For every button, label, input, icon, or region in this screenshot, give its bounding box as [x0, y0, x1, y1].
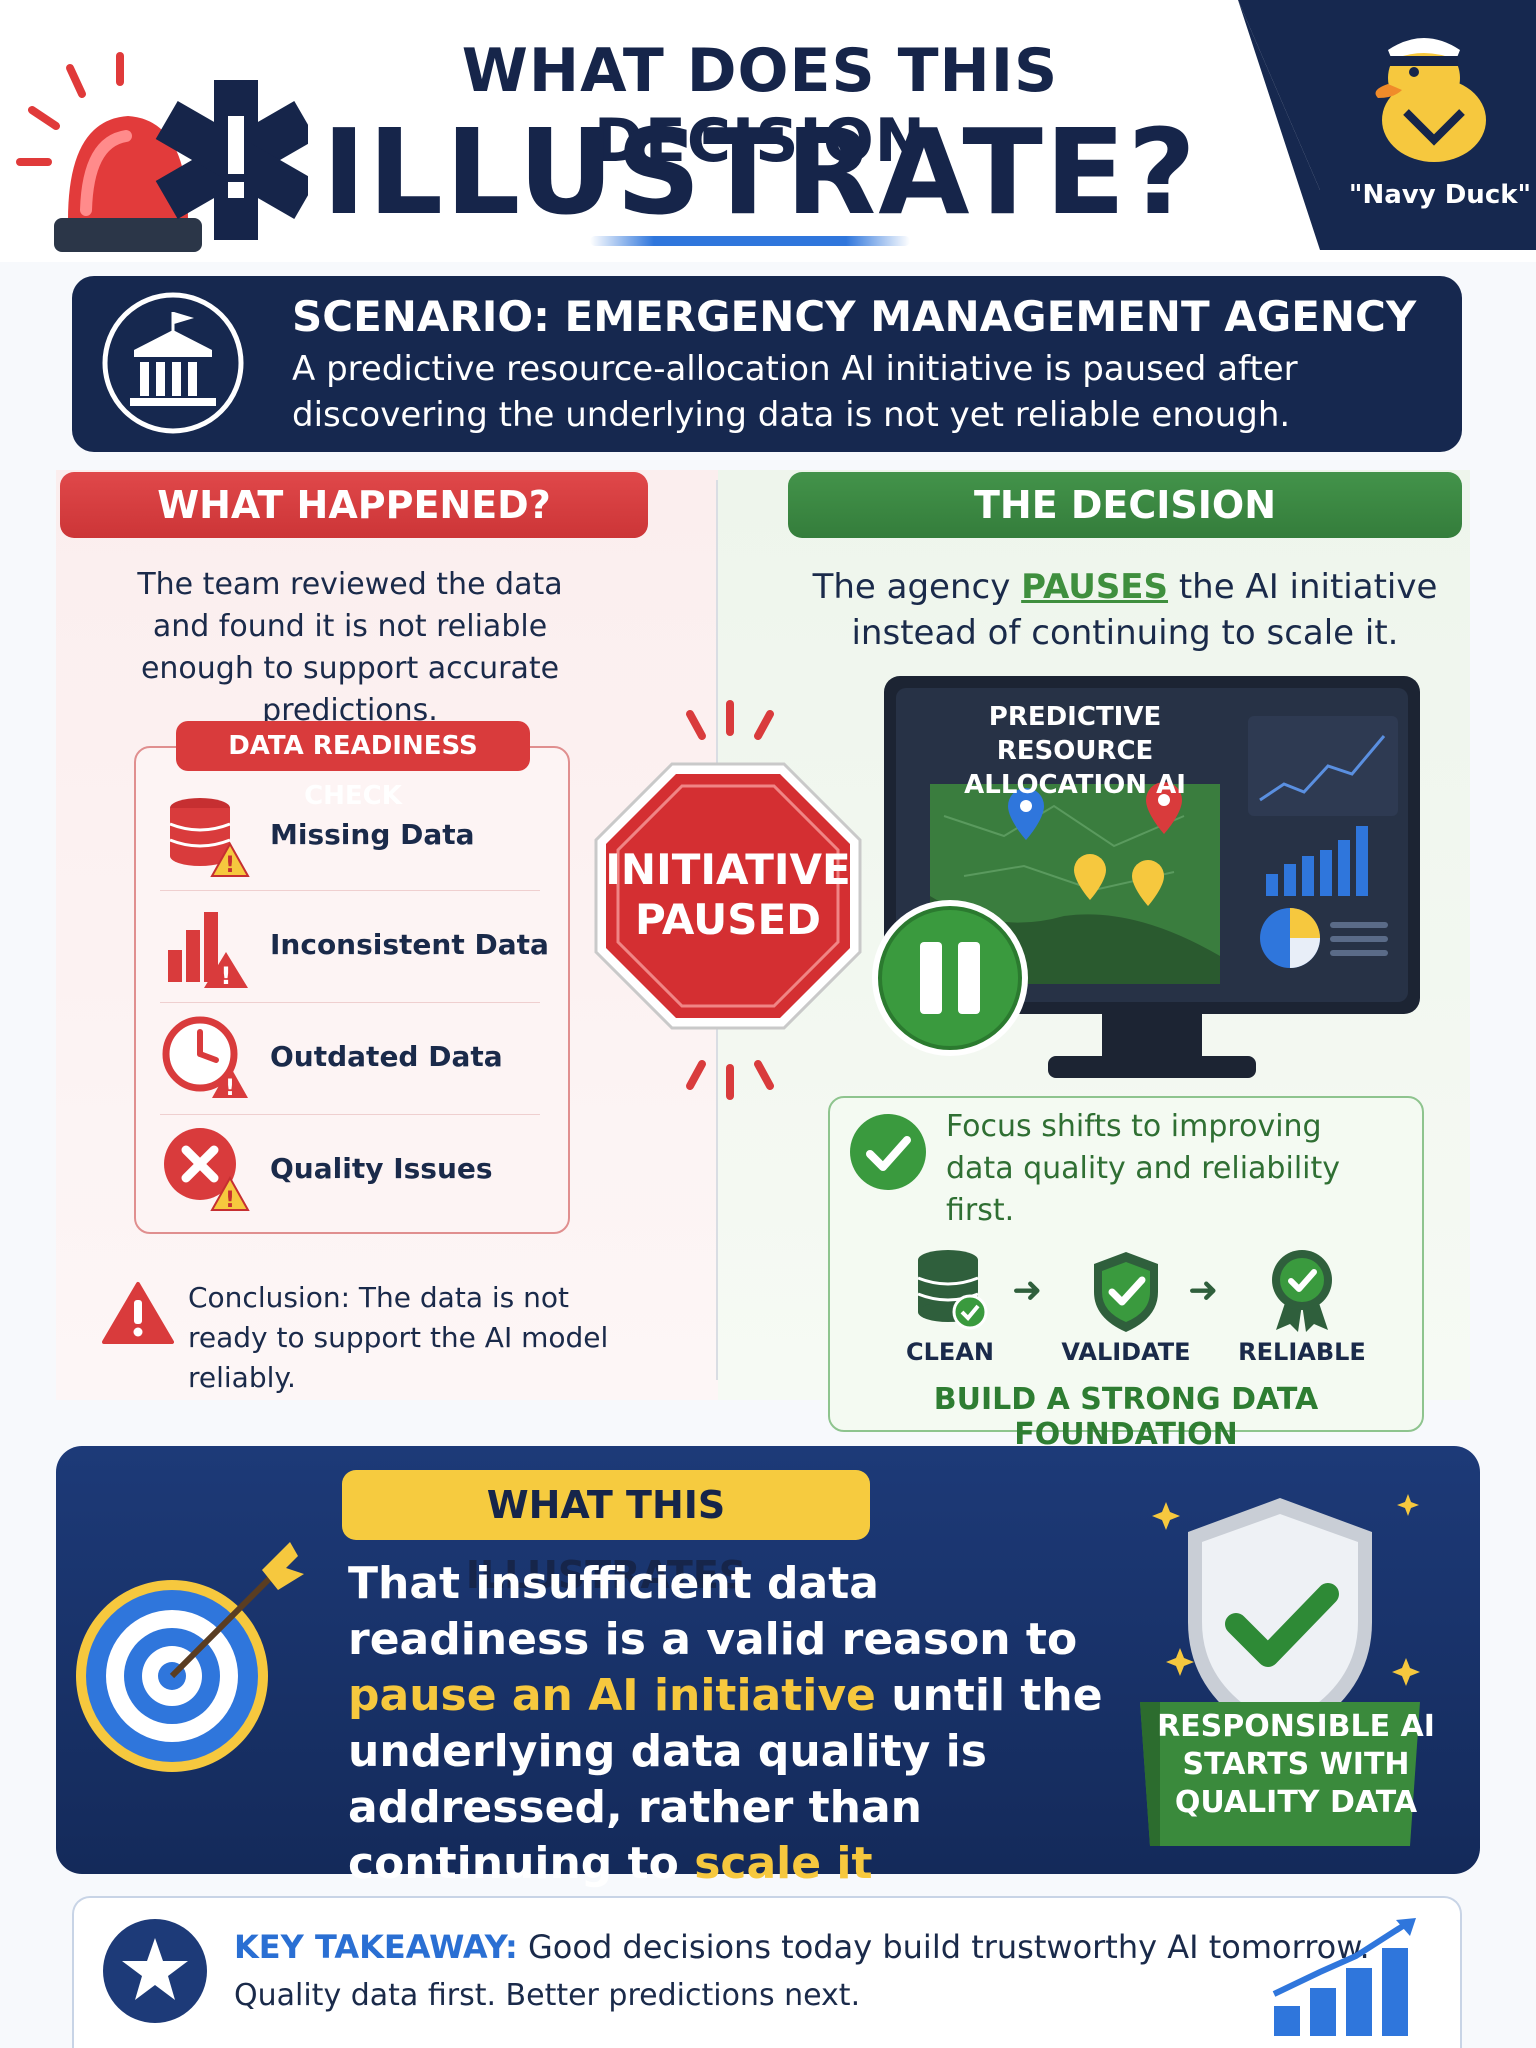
decision-header: THE DECISION: [788, 472, 1462, 538]
step-label-validate: VALIDATE: [1061, 1338, 1191, 1366]
map-pin-icon: [1074, 854, 1164, 906]
focus-text: Focus shifts to improving data quality a…: [946, 1109, 1340, 1228]
check-item-outdated: ! Outdated Data: [160, 1012, 560, 1102]
monitor-title-line2: ALLOCATION AI: [964, 770, 1186, 800]
page-title-line2: ILLUSTRATE?: [322, 103, 1198, 241]
illustrates-highlight: pause an AI initiative: [348, 1670, 876, 1721]
check-separator: [160, 1002, 540, 1003]
warning-triangle-icon: [102, 1282, 174, 1344]
decision-text: The agency PAUSES the AI initiative inst…: [790, 564, 1460, 656]
foundation-label: BUILD A STRONG DATA FOUNDATION: [933, 1382, 1319, 1452]
decision-text-after: the AI initiative instead of continuing …: [851, 567, 1438, 653]
bar-chart-warning-icon: !: [168, 912, 248, 990]
arrow-right-icon: ➜: [1188, 1270, 1219, 1311]
takeaway-text: Good decisions today build trustworthy A…: [517, 1928, 1370, 1966]
responsible-line2: STARTS WITH: [1182, 1747, 1410, 1782]
siren-icon: [16, 52, 308, 252]
svg-text:!: !: [221, 962, 232, 990]
scenario-banner: [72, 276, 1462, 452]
svg-text:!: !: [225, 853, 235, 878]
what-happened-header: WHAT HAPPENED?: [60, 472, 648, 538]
pie-chart-icon: [1260, 908, 1320, 968]
corner-badge: [1238, 0, 1536, 250]
svg-text:!: !: [225, 1076, 235, 1101]
check-item-label: Inconsistent Data: [270, 928, 549, 961]
check-item-missing: ! Missing Data: [160, 790, 560, 880]
map-pin-icon: [1008, 788, 1044, 840]
line-chart-icon: [1259, 735, 1386, 802]
arrow-right-icon: ➜: [1012, 1270, 1043, 1311]
check-item-label: Quality Issues: [270, 1152, 493, 1185]
illustrates-badge: WHAT THIS ILLUSTRATES: [342, 1470, 870, 1597]
map-pin-icon: [1146, 782, 1182, 834]
check-item-quality: ! Quality Issues: [160, 1124, 560, 1214]
check-item-label: Missing Data: [270, 818, 475, 851]
scenario-description: A predictive resource-allocation AI init…: [292, 349, 1298, 435]
decision-text-before: The agency: [812, 567, 1022, 607]
key-takeaway-box: [72, 1896, 1462, 2048]
star-icon: [103, 1919, 207, 2023]
mascot-label: "Navy Duck": [1348, 180, 1532, 210]
page-title-line1: WHAT DOES THIS DECISION: [461, 36, 1059, 176]
responsible-line1: RESPONSIBLE AI: [1157, 1709, 1435, 1744]
takeaway-line1: KEY TAKEAWAY: Good decisions today build…: [234, 1928, 1370, 1966]
scenario-title: SCENARIO: EMERGENCY MANAGEMENT AGENCY: [292, 292, 1417, 341]
clock-warning-icon: !: [162, 1016, 248, 1101]
illustrates-text-part: until the underlying data quality is add…: [348, 1670, 1103, 1889]
shield-check-badge-icon: [1140, 1494, 1420, 1846]
pause-icon: [872, 900, 1028, 1056]
x-circle-warning-icon: !: [164, 1128, 250, 1213]
check-separator: [160, 890, 540, 891]
check-separator: [160, 1114, 540, 1115]
government-building-icon: [102, 292, 244, 434]
monitor-title: PREDICTIVE RESOURCE ALLOCATION AI: [910, 700, 1240, 802]
what-happened-text: The team reviewed the data and found it …: [137, 567, 563, 728]
check-item-inconsistent: ! Inconsistent Data: [160, 900, 560, 990]
step-label-reliable: RELIABLE: [1238, 1338, 1366, 1366]
award-check-icon: [1272, 1250, 1332, 1332]
conclusion-text: Conclusion: The data is not ready to sup…: [188, 1281, 609, 1394]
step-label-clean: CLEAN: [906, 1338, 994, 1366]
takeaway-line2: Quality data first. Better predictions n…: [234, 1978, 861, 2013]
decision-highlight: PAUSES: [1021, 567, 1169, 607]
monitor-title-line1: PREDICTIVE RESOURCE: [988, 702, 1162, 766]
illustrates-text-part: That insufficient data readiness is a va…: [348, 1558, 1078, 1665]
database-check-icon: [917, 1250, 988, 1330]
bar-chart-icon: [1266, 826, 1368, 896]
check-circle-icon: [850, 1114, 926, 1190]
takeaway-key-label: KEY TAKEAWAY:: [234, 1928, 518, 1966]
database-warning-icon: !: [169, 798, 250, 878]
stop-sign-line1: INITIATIVE: [605, 845, 850, 894]
check-item-label: Outdated Data: [270, 1040, 503, 1073]
title-underline: [590, 236, 910, 246]
growth-chart-icon: [1272, 1918, 1416, 2036]
monitor-illustration: [884, 676, 1420, 1078]
stop-sign-line2: PAUSED: [635, 895, 821, 944]
responsible-line3: QUALITY DATA: [1174, 1785, 1418, 1820]
stop-sign-icon: INITIATIVE PAUSED: [594, 762, 862, 1030]
svg-text:!: !: [225, 1188, 235, 1213]
alert-rays-icon: [686, 700, 774, 1100]
data-readiness-check-title: DATA READINESS CHECK: [176, 721, 530, 811]
target-icon: [76, 1542, 304, 1772]
shield-check-icon: [1094, 1252, 1158, 1332]
illustrates-text: That insufficient data readiness is a va…: [348, 1556, 1128, 1948]
duck-mascot-icon: [1375, 38, 1486, 162]
